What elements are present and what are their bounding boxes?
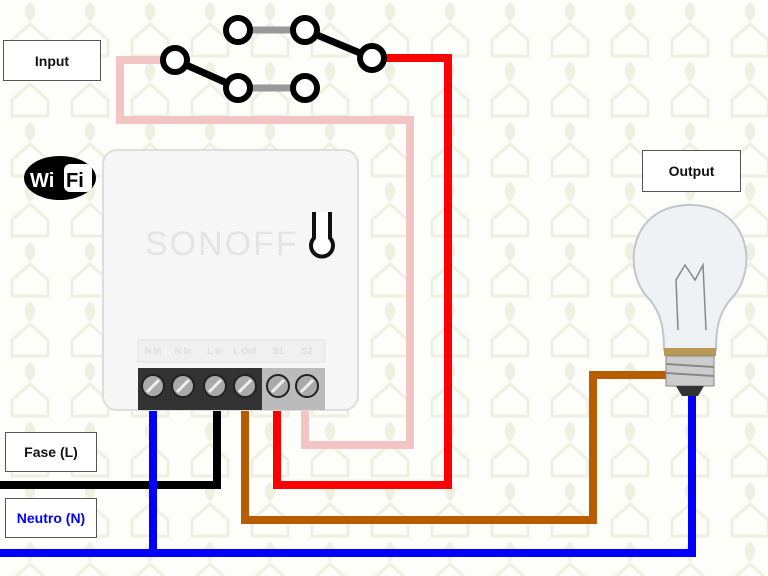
screw-slot [145,378,161,394]
wire-neutral [0,392,696,557]
wifi-logo: Wi Fi [24,156,96,200]
button-icon [309,212,335,259]
terminal-label: N In [175,346,192,356]
two-way-switch [160,15,387,103]
screw-slot [270,378,286,394]
wire-phase [0,395,221,489]
screw-slot [175,378,191,394]
wire-s2 [116,56,414,449]
sonoff-device: SONOFF N In N In L In L Out S1 S2 [102,149,359,411]
terminal-label: S1 [272,346,283,356]
wire-s1 [273,54,452,489]
terminal-label: N In [145,346,162,356]
input-label: Input [3,40,101,81]
screw-slot [299,378,315,394]
screw-slot [207,378,223,394]
wire-load [241,371,668,524]
terminal-label: L In [207,346,223,356]
brand-logo: SONOFF [145,225,299,263]
svg-text:Fi: Fi [66,170,84,192]
neutral-label: Neutro (N) [5,498,97,538]
output-label: Output [642,150,741,192]
terminal-label: S2 [301,346,312,356]
svg-text:Wi: Wi [30,170,54,192]
terminal-label: L Out [233,346,256,356]
phase-label: Fase (L) [5,432,97,472]
screw-slot [237,378,253,394]
light-bulb [632,203,748,396]
